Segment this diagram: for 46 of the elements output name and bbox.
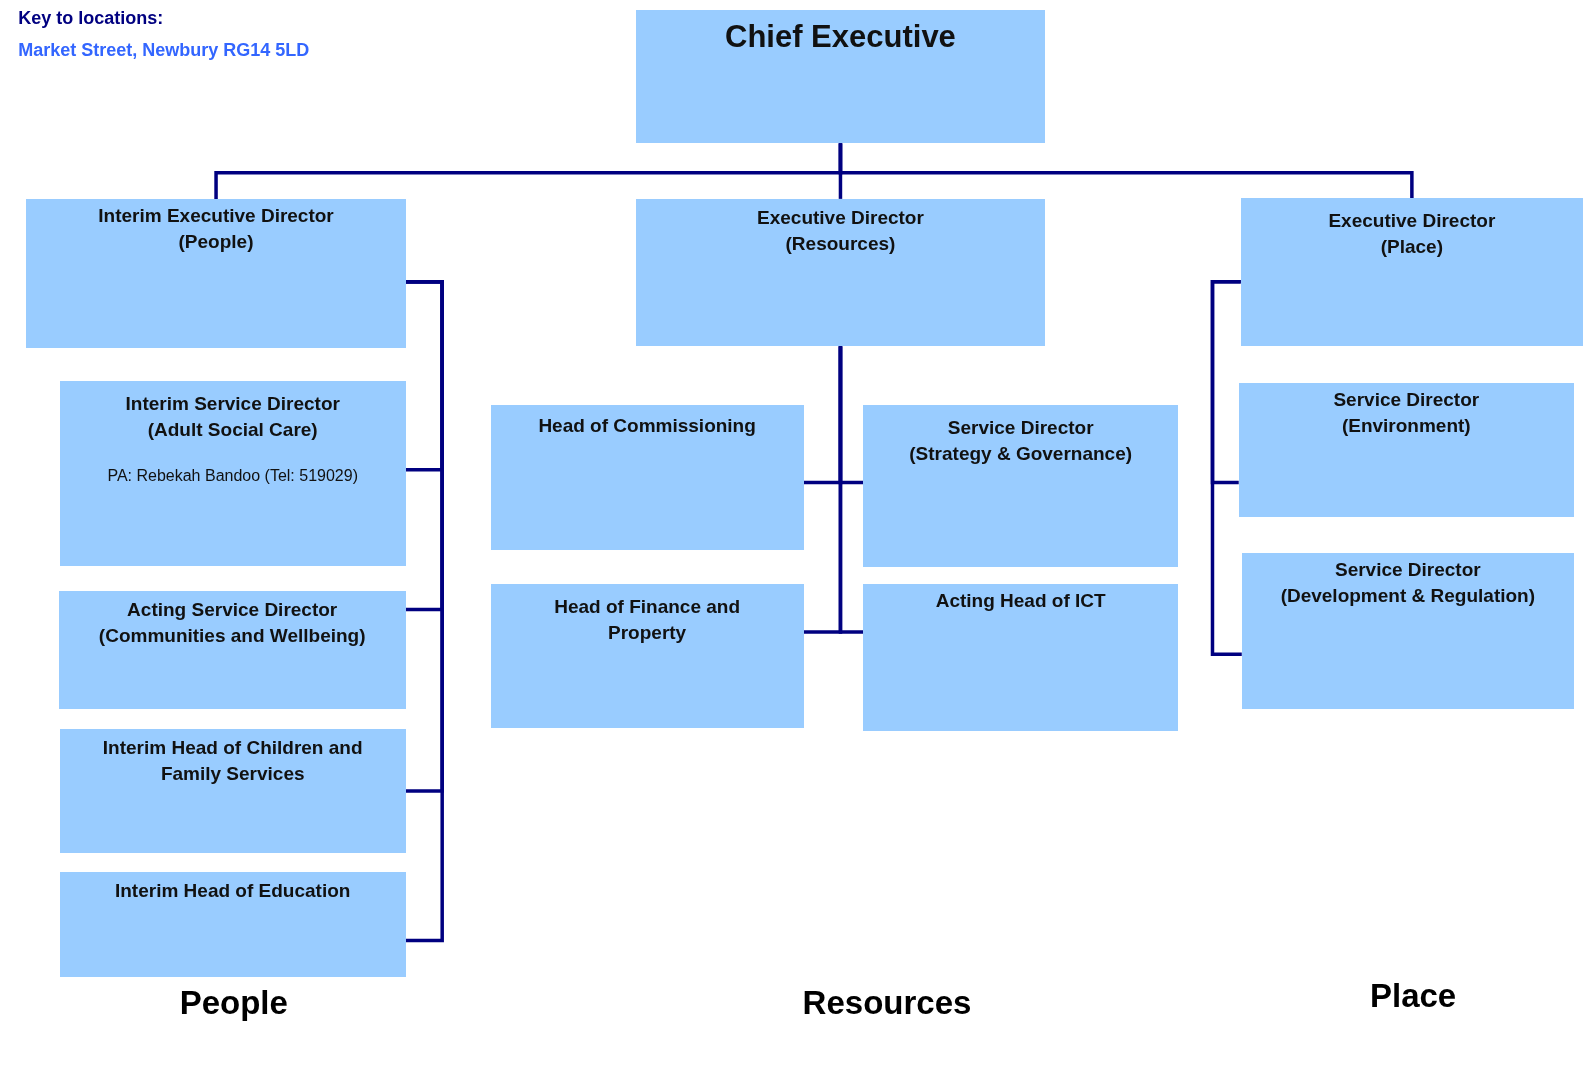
role-subtitle: (Communities and Wellbeing) xyxy=(97,623,367,648)
role-box xyxy=(26,198,406,349)
role-box xyxy=(863,404,1179,568)
role-title: Interim Head of Education xyxy=(114,879,352,904)
role-subtitle: (Place) xyxy=(1379,234,1444,259)
role-title: Service Director xyxy=(1332,387,1481,412)
role-box xyxy=(59,380,406,567)
role-title: Interim Executive Director xyxy=(97,203,335,228)
role-box xyxy=(1240,197,1583,347)
role-box xyxy=(863,583,1179,731)
role-box xyxy=(490,404,804,551)
role-subtitle: (People) xyxy=(177,229,255,254)
role-title: Executive Director xyxy=(756,205,925,230)
connector-line xyxy=(838,143,1414,198)
role-box xyxy=(636,10,1045,144)
role-box xyxy=(59,728,406,854)
contact-text: PA: Rebekah Bandoo (Tel: 519029) xyxy=(106,465,359,486)
role-subtitle: (Strategy & Governance) xyxy=(908,441,1134,466)
role-title: Interim Head of Children and Family Services xyxy=(101,735,364,786)
role-box xyxy=(58,590,406,709)
role-title: Head of Commissioning xyxy=(537,413,757,438)
role-title: Head of Finance and Property xyxy=(553,594,741,645)
key-heading: Key to locations: xyxy=(18,8,164,30)
role-box xyxy=(636,198,1045,347)
connector-line xyxy=(1210,279,1242,656)
role-box xyxy=(1241,553,1574,709)
section-label: Place xyxy=(1369,977,1457,1016)
role-subtitle: (Adult Social Care) xyxy=(146,417,319,442)
connector-line xyxy=(838,346,864,634)
role-title: Acting Service Director xyxy=(126,597,339,622)
role-title: Service Director xyxy=(1333,558,1482,583)
connector-line xyxy=(405,279,444,943)
role-title: Interim Service Director xyxy=(124,391,341,416)
role-subtitle: (Resources) xyxy=(784,231,897,256)
role-subtitle: (Development & Regulation) xyxy=(1279,584,1537,609)
role-box xyxy=(490,583,804,728)
role-title: Executive Director xyxy=(1327,208,1497,233)
section-label: People xyxy=(179,984,288,1023)
role-title: Chief Executive xyxy=(724,18,957,57)
role-title: Acting Head of ICT xyxy=(934,588,1107,613)
address-text: Market Street, Newbury RG14 5LD xyxy=(18,40,310,62)
section-label: Resources xyxy=(802,984,972,1023)
role-box xyxy=(59,872,406,978)
role-box xyxy=(1238,382,1574,517)
role-subtitle: (Environment) xyxy=(1340,413,1472,438)
role-title: Service Director xyxy=(946,415,1095,440)
